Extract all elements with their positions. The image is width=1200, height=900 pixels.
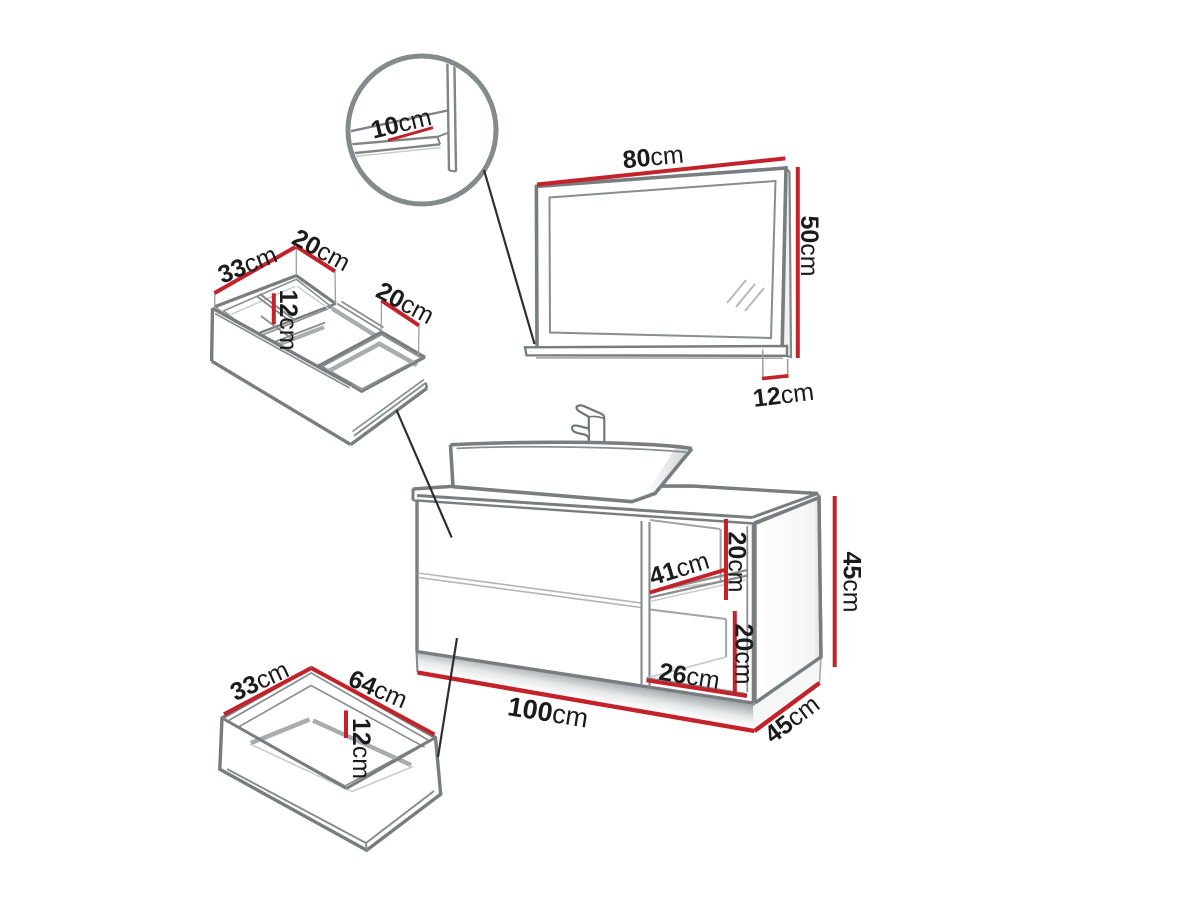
svg-text:50cm: 50cm	[795, 215, 823, 276]
svg-text:45cm: 45cm	[838, 551, 866, 612]
svg-text:12cm: 12cm	[274, 289, 302, 350]
svg-text:80cm: 80cm	[621, 141, 685, 175]
svg-text:26cm: 26cm	[657, 658, 722, 695]
svg-text:20cm: 20cm	[723, 531, 751, 592]
svg-text:12cm: 12cm	[347, 718, 375, 779]
svg-text:12cm: 12cm	[751, 378, 815, 413]
svg-text:100cm: 100cm	[506, 691, 591, 733]
svg-text:20cm: 20cm	[730, 623, 758, 684]
